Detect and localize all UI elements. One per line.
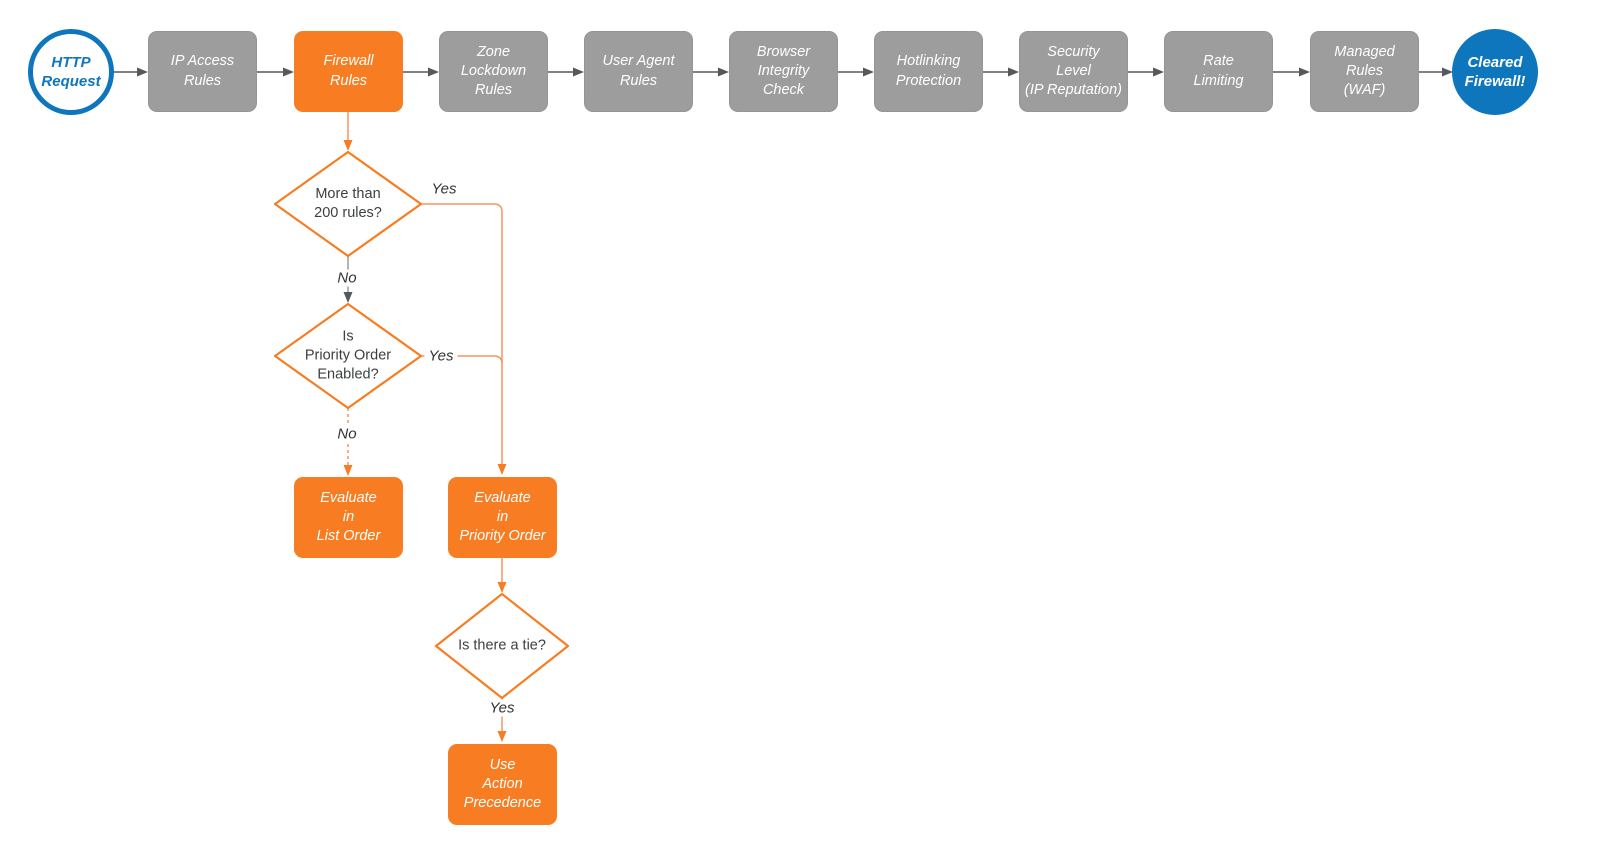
node-cleared-firewall-label: Cleared Firewall! <box>1464 53 1526 91</box>
node-ip-access-rules: IP Access Rules <box>148 31 257 112</box>
node-evaluate-list-order-label: Evaluate in List Order <box>316 489 381 545</box>
node-security-level: Security Level (IP Reputation) <box>1019 31 1128 112</box>
edge-label-yes2: Yes <box>424 347 458 365</box>
node-evaluate-priority-order: Evaluate in Priority Order <box>448 477 557 558</box>
node-evaluate-list-order: Evaluate in List Order <box>294 477 403 558</box>
edge-label-no2: No <box>333 425 361 443</box>
node-security-level-label: Security Level (IP Reputation) <box>1025 43 1122 99</box>
node-managed-rules-waf: Managed Rules (WAF) <box>1310 31 1419 112</box>
edge-label-yes1: Yes <box>431 180 457 198</box>
node-firewall-rules: Firewall Rules <box>294 31 403 112</box>
node-user-agent-rules: User Agent Rules <box>584 31 693 112</box>
node-use-action-precedence: Use Action Precedence <box>448 744 557 825</box>
node-hotlinking-protection-label: Hotlinking Protection <box>895 53 962 89</box>
node-browser-integrity-check: Browser Integrity Check <box>729 31 838 112</box>
node-zone-lockdown-rules-label: Zone Lockdown Rules <box>460 43 527 99</box>
node-managed-rules-waf-label: Managed Rules (WAF) <box>1334 43 1395 99</box>
node-http-request: HTTP Request <box>28 29 114 115</box>
node-firewall-rules-label: Firewall Rules <box>323 53 374 89</box>
edge-yes1 <box>421 203 503 464</box>
edge-no1-arrowhead <box>343 292 353 303</box>
node-cleared-firewall: Cleared Firewall! <box>1452 29 1538 115</box>
node-rate-limiting-label: Rate Limiting <box>1193 53 1244 89</box>
node-hotlinking-protection: Hotlinking Protection <box>874 31 983 112</box>
node-http-request-label: HTTP Request <box>41 53 101 91</box>
node-ip-access-rules-label: IP Access Rules <box>170 53 235 89</box>
node-user-agent-rules-label: User Agent Rules <box>602 53 675 89</box>
node-rate-limiting: Rate Limiting <box>1164 31 1273 112</box>
edge-label-no1: No <box>333 269 361 287</box>
decision-tie-label: Is there a tie? <box>458 637 546 654</box>
node-zone-lockdown-rules: Zone Lockdown Rules <box>439 31 548 112</box>
node-use-action-precedence-label: Use Action Precedence <box>463 756 542 812</box>
edge-label-yes3: Yes <box>485 699 519 717</box>
node-browser-integrity-check-label: Browser Integrity Check <box>756 43 811 99</box>
decision-priority-order-label: Is Priority Order Enabled? <box>304 328 392 383</box>
node-evaluate-priority-order-label: Evaluate in Priority Order <box>459 489 546 545</box>
decision-more-than-200-label: More than 200 rules? <box>314 186 382 221</box>
